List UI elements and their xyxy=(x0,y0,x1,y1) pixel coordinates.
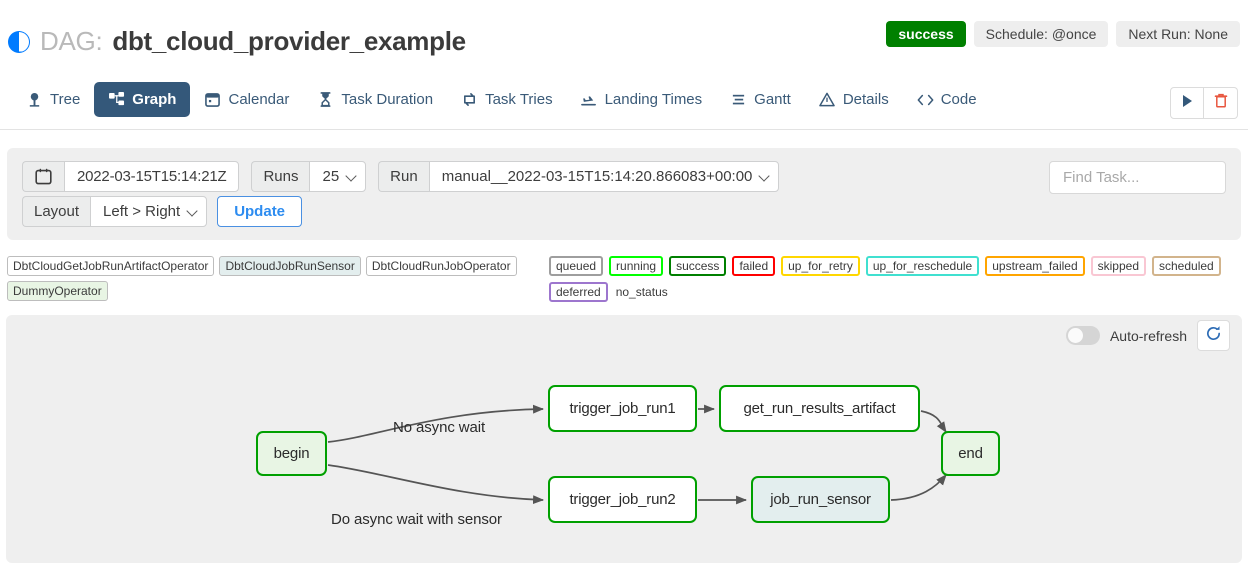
execution-date-input[interactable]: 2022-03-15T15:14:21Z xyxy=(64,161,240,192)
trash-icon xyxy=(1214,93,1228,113)
dag-prefix-label: DAG: xyxy=(40,26,103,56)
tab-landing-times[interactable]: Landing Times xyxy=(567,82,717,117)
runs-count-select[interactable]: 25 xyxy=(309,161,367,192)
refresh-button[interactable] xyxy=(1197,320,1230,351)
legend-state-chip[interactable]: success xyxy=(669,256,727,276)
delete-dag-button[interactable] xyxy=(1204,87,1238,119)
legend-operator-chip: DbtCloudJobRunSensor xyxy=(219,256,361,276)
task-node-trigger-job-run1[interactable]: trigger_job_run1 xyxy=(548,385,697,432)
dag-title-area: DAG: dbt_cloud_provider_example xyxy=(8,26,466,57)
tab-label: Task Duration xyxy=(341,91,434,108)
legend-state-chip[interactable]: skipped xyxy=(1090,256,1146,276)
filter-row-primary: 2022-03-15T15:14:21Z Runs 25 Run manual_… xyxy=(22,161,780,192)
tab-label: Tree xyxy=(50,91,81,108)
status-badge: success xyxy=(886,21,966,47)
legend-state-chip[interactable]: upstream_failed xyxy=(985,256,1085,276)
legend-operator-group: DbtCloudGetJobRunArtifactOperator DbtClo… xyxy=(7,256,547,301)
task-node-begin[interactable]: begin xyxy=(256,431,327,476)
task-node-end[interactable]: end xyxy=(941,431,1000,476)
landing-icon xyxy=(581,91,598,108)
run-label: Run xyxy=(378,161,429,192)
tab-label: Task Tries xyxy=(485,91,553,108)
calendar-icon xyxy=(204,91,221,108)
legend-state-chip[interactable]: no_status xyxy=(615,285,668,299)
retry-icon xyxy=(461,91,478,108)
trigger-dag-button[interactable] xyxy=(1170,87,1204,119)
tab-task-duration[interactable]: Task Duration xyxy=(303,82,447,117)
calendar-icon[interactable] xyxy=(22,161,64,192)
update-button[interactable]: Update xyxy=(217,196,303,227)
next-run-badge: Next Run: None xyxy=(1116,21,1240,47)
tab-calendar[interactable]: Calendar xyxy=(190,82,303,117)
legend-state-group: queued running success failed up_for_ret… xyxy=(549,256,1245,302)
layout-group: Layout Left > Right xyxy=(22,196,208,227)
graph-edges xyxy=(327,404,947,505)
legend-state-chip[interactable]: queued xyxy=(549,256,604,276)
tab-gantt[interactable]: Gantt xyxy=(716,82,805,117)
tab-label: Code xyxy=(940,91,977,108)
legend-operator-chip: DummyOperator xyxy=(7,281,108,301)
view-tabbar: Tree Graph Calendar Task Duration xyxy=(0,82,1248,130)
graph-icon xyxy=(108,91,125,108)
tab-label: Details xyxy=(842,91,889,108)
tab-graph[interactable]: Graph xyxy=(94,82,191,117)
code-icon xyxy=(917,91,934,108)
filter-panel: 2022-03-15T15:14:21Z Runs 25 Run manual_… xyxy=(7,148,1241,240)
tree-icon xyxy=(26,91,43,108)
runs-label: Runs xyxy=(251,161,310,192)
page-title: dbt_cloud_provider_example xyxy=(112,26,466,56)
runs-count-group: Runs 25 xyxy=(251,161,367,192)
schedule-badge[interactable]: Schedule: @once xyxy=(973,21,1109,47)
execution-date-group: 2022-03-15T15:14:21Z xyxy=(22,161,240,192)
auto-refresh-toggle[interactable] xyxy=(1065,326,1100,345)
play-icon xyxy=(1181,94,1194,113)
tab-label: Graph xyxy=(132,91,177,108)
tab-label: Gantt xyxy=(754,91,791,108)
page-header: DAG: dbt_cloud_provider_example success … xyxy=(0,0,1248,72)
auto-refresh-label: Auto-refresh xyxy=(1109,327,1187,344)
legend-operator-chip: DbtCloudRunJobOperator xyxy=(365,256,517,276)
filter-row-secondary: Layout Left > Right Update xyxy=(22,196,303,227)
legend-state-chip[interactable]: up_for_retry xyxy=(781,256,860,276)
find-task-input[interactable]: Find Task... xyxy=(1049,161,1226,194)
gantt-icon xyxy=(730,91,747,108)
hourglass-icon xyxy=(317,91,334,108)
refresh-icon xyxy=(1205,325,1222,347)
task-node-get-run-results-artifact[interactable]: get_run_results_artifact xyxy=(719,385,920,432)
legend-state-chip[interactable]: scheduled xyxy=(1152,256,1221,276)
legend-state-chip[interactable]: deferred xyxy=(549,282,608,302)
tab-task-tries[interactable]: Task Tries xyxy=(447,82,567,117)
layout-label: Layout xyxy=(22,196,91,227)
edge-label-no-async-wait: No async wait xyxy=(393,419,486,436)
dag-action-buttons xyxy=(1170,87,1238,119)
warning-triangle-icon xyxy=(819,91,836,108)
layout-select[interactable]: Left > Right xyxy=(90,196,208,227)
tab-label: Calendar xyxy=(228,91,290,108)
tab-list: Tree Graph Calendar Task Duration xyxy=(12,82,991,117)
tab-label: Landing Times xyxy=(604,91,703,108)
legend-state-chip[interactable]: failed xyxy=(732,256,776,276)
task-node-job-run-sensor[interactable]: job_run_sensor xyxy=(751,476,890,523)
legend-state-chip[interactable]: up_for_reschedule xyxy=(865,256,980,276)
run-select-group: Run manual__2022-03-15T15:14:20.866083+0… xyxy=(378,161,780,192)
legend-operator-chip: DbtCloudGetJobRunArtifactOperator xyxy=(7,256,215,276)
dag-pause-toggle[interactable] xyxy=(8,30,30,53)
legend-state-chip[interactable]: running xyxy=(609,256,664,276)
tab-details[interactable]: Details xyxy=(805,82,903,117)
dag-run-select[interactable]: manual__2022-03-15T15:14:20.866083+00:00 xyxy=(428,161,780,192)
refresh-controls: Auto-refresh xyxy=(1065,320,1230,351)
tab-tree[interactable]: Tree xyxy=(12,82,94,117)
header-badge-group: success Schedule: @once Next Run: None xyxy=(886,21,1240,47)
task-node-trigger-job-run2[interactable]: trigger_job_run2 xyxy=(548,476,697,523)
edge-label-do-async-wait: Do async wait with sensor xyxy=(331,511,502,528)
tab-code[interactable]: Code xyxy=(903,82,991,117)
graph-canvas[interactable]: Auto-refresh xyxy=(6,315,1242,563)
